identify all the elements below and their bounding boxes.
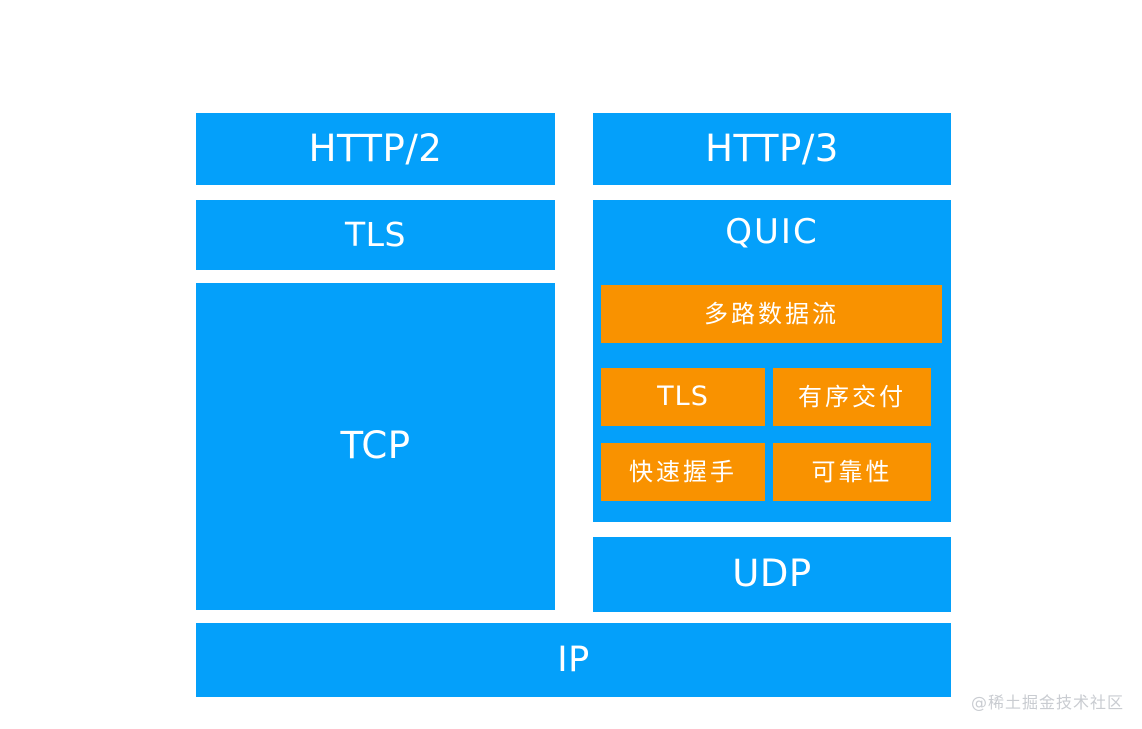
- watermark-label: @稀土掘金技术社区: [970, 693, 1124, 712]
- quic-feature-reliability: 可靠性: [773, 443, 931, 501]
- layer-box-ip: IP: [196, 623, 951, 697]
- layer-box-http2: HTTP/2: [196, 113, 555, 185]
- quic-feature-tls: TLS: [601, 368, 765, 426]
- layer-box-tls: TLS: [196, 200, 555, 270]
- quic-feature-fast-handshake: 快速握手: [601, 443, 765, 501]
- quic-feature-multiplexed-streams: 多路数据流: [601, 285, 942, 343]
- layer-box-http3: HTTP/3: [593, 113, 951, 185]
- layer-box-tcp: TCP: [196, 283, 555, 610]
- quic-title-label: QUIC: [725, 212, 819, 252]
- quic-feature-ordered-delivery: 有序交付: [773, 368, 931, 426]
- layer-box-udp: UDP: [593, 537, 951, 612]
- layer-box-quic: QUIC 多路数据流 TLS 有序交付 快速握手 可靠性: [593, 200, 951, 522]
